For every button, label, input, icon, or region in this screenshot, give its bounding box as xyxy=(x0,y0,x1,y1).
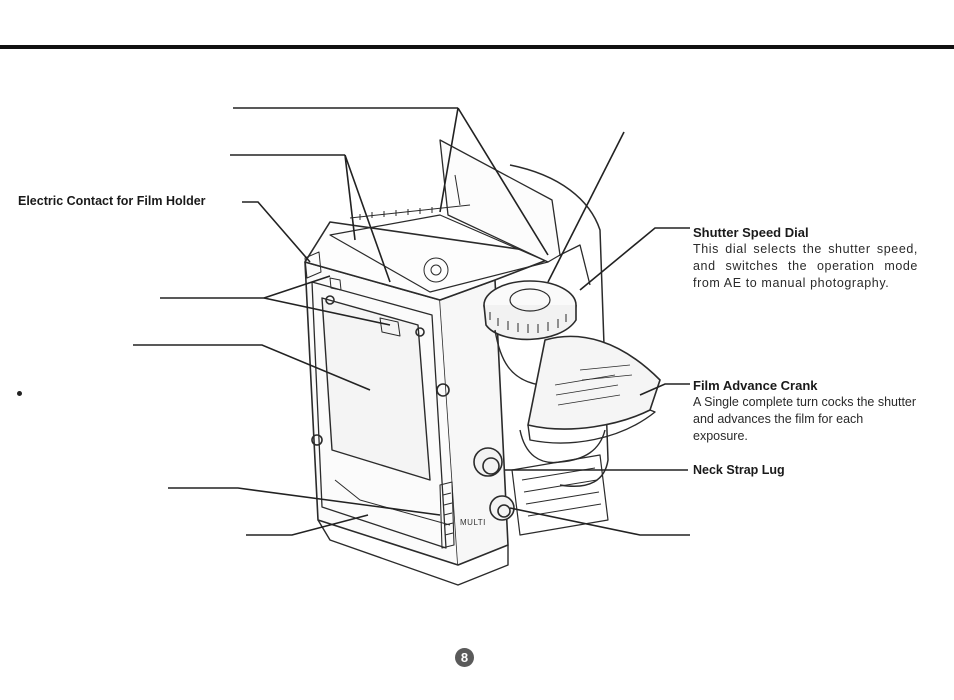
film-advance-desc: A Single complete turn cocks the shutter… xyxy=(693,395,917,443)
camera-multi-marking: MULTI xyxy=(460,518,486,527)
film-advance-title: Film Advance Crank xyxy=(693,378,818,393)
shutter-speed-title: Shutter Speed Dial xyxy=(693,225,809,240)
bullet-mark xyxy=(17,391,22,396)
callout-shutter-speed-dial: Shutter Speed Dial This dial selects the… xyxy=(693,224,918,292)
header-rule xyxy=(0,45,954,49)
label-electric-contact: Electric Contact for Film Holder xyxy=(18,194,206,208)
label-neck-strap-lug: Neck Strap Lug xyxy=(693,463,785,477)
shutter-speed-desc: This dial selects the shutter speed, and… xyxy=(693,242,918,290)
page-number: 8 xyxy=(455,648,474,667)
callout-film-advance-crank: Film Advance Crank A Single complete tur… xyxy=(693,377,918,445)
